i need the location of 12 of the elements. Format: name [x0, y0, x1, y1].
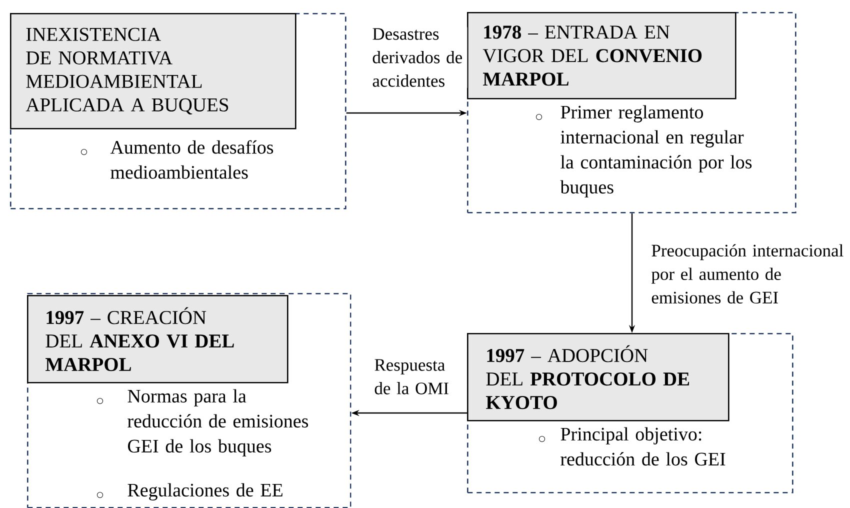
header-box: 1978 – ENTRADA EN VIGOR DEL CONVENIO MARPOL — [467, 12, 736, 100]
header-box: 1997 – CREACIÓN DEL ANEXO VI DEL MARPOL — [27, 295, 288, 384]
bullet-text: Primer reglamento internacional en regular la contaminación por los buques — [560, 105, 752, 198]
header-box: 1997 – ADOPCIÓN DEL PROTOCOLO DE KYOTO — [467, 333, 730, 422]
bullet-text: Regulaciones de EE — [128, 483, 282, 500]
edge-label: Desastres derivados de accidentes — [371, 27, 468, 88]
edge-label: Respuesta de la OMI — [373, 358, 456, 396]
bullet-text: Aumento de desafíos medioambientales — [110, 140, 274, 179]
bullet-text: Normas para la reducción de emisiones GEI de los buques — [128, 389, 308, 456]
header-box: INEXISTENCIA DE NORMATIVA MEDIOAMBIENTAL APLICADA A BUQUES — [10, 13, 296, 130]
bullet-text: Principal objetivo: reducción de los GEI — [560, 427, 726, 466]
edge-label: Preocupación internacional por el aumento de emisiones de GEI — [650, 243, 850, 305]
